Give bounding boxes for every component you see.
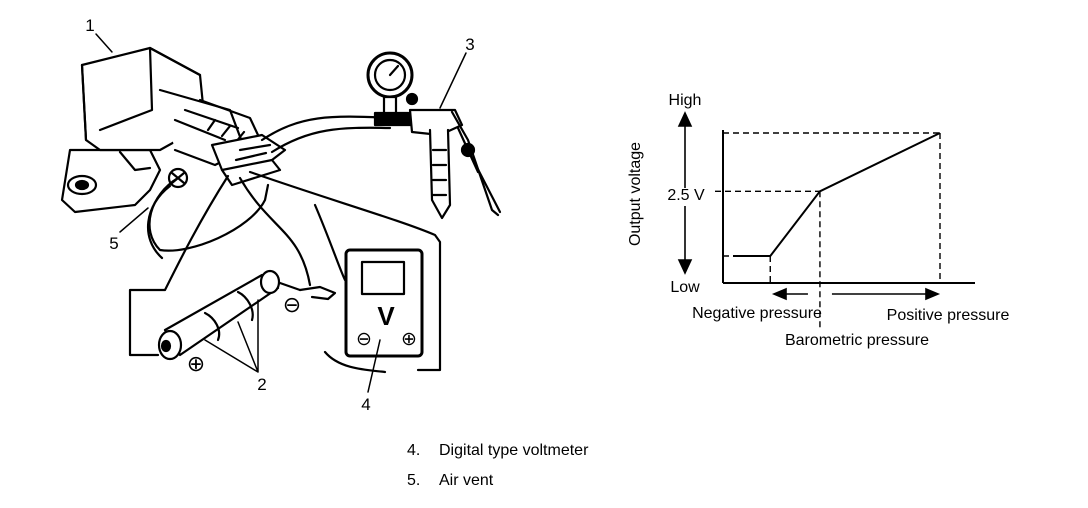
y-tick-high: High — [669, 92, 702, 109]
voltmeter-plus-terminal: ⊕ — [401, 329, 417, 350]
legend-item-voltmeter: 4. Digital type voltmeter — [407, 441, 588, 461]
y-tick-low: Low — [670, 279, 700, 296]
arrow-high-head — [677, 111, 693, 127]
arrow-low-head — [677, 259, 693, 275]
wire-sensor-to-battery — [238, 176, 312, 287]
callout-5: 5 — [109, 234, 118, 253]
illustration-labels: 1 2 3 4 5 V ⊖ ⊕ ⊖ ⊕ — [85, 16, 474, 414]
output-voltage-line — [733, 132, 941, 257]
chart-series — [733, 132, 941, 257]
arrow-negative-head — [771, 287, 787, 301]
callout-3: 3 — [465, 35, 474, 54]
connector-plug — [210, 133, 287, 187]
output-voltage-chart: Output voltage High 2.5 V Low Negative p… — [627, 92, 1009, 349]
chart-axes — [722, 130, 975, 284]
legend-item-air-vent: 5. Air vent — [407, 471, 493, 491]
callout-4: 4 — [361, 395, 370, 414]
probe-lead — [298, 285, 337, 301]
y-tick-2-5v: 2.5 V — [667, 187, 705, 204]
y-axis-label: Output voltage — [627, 142, 644, 246]
chart-guides — [715, 132, 941, 330]
callout-1: 1 — [85, 16, 94, 35]
battery-pack — [157, 269, 302, 361]
voltmeter-body — [323, 248, 424, 374]
voltmeter-symbol: V — [377, 301, 395, 331]
wire-positive — [248, 170, 442, 372]
legend-number: 4. — [407, 442, 421, 459]
x-label-positive: Positive pressure — [887, 307, 1010, 324]
vacuum-gauge — [366, 51, 419, 127]
callout-leaders — [95, 33, 467, 393]
voltmeter-minus-terminal: ⊖ — [356, 329, 372, 350]
chart-arrows — [677, 111, 941, 301]
battery-plus-terminal: ⊕ — [187, 351, 205, 376]
x-label-barometric: Barometric pressure — [785, 332, 929, 349]
arrow-positive-head — [925, 287, 941, 301]
legend-text: Air vent — [439, 472, 494, 489]
equipment-illustration — [60, 33, 502, 393]
vacuum-hose — [260, 115, 392, 142]
battery-minus-terminal: ⊖ — [283, 292, 301, 317]
vacuum-pump — [408, 108, 502, 220]
legend-text: Digital type voltmeter — [439, 442, 589, 459]
wire-ground — [128, 174, 230, 357]
legend-number: 5. — [407, 472, 421, 489]
x-label-negative: Negative pressure — [692, 305, 822, 322]
pressure-sensor — [60, 46, 260, 214]
callout-2: 2 — [257, 375, 266, 394]
